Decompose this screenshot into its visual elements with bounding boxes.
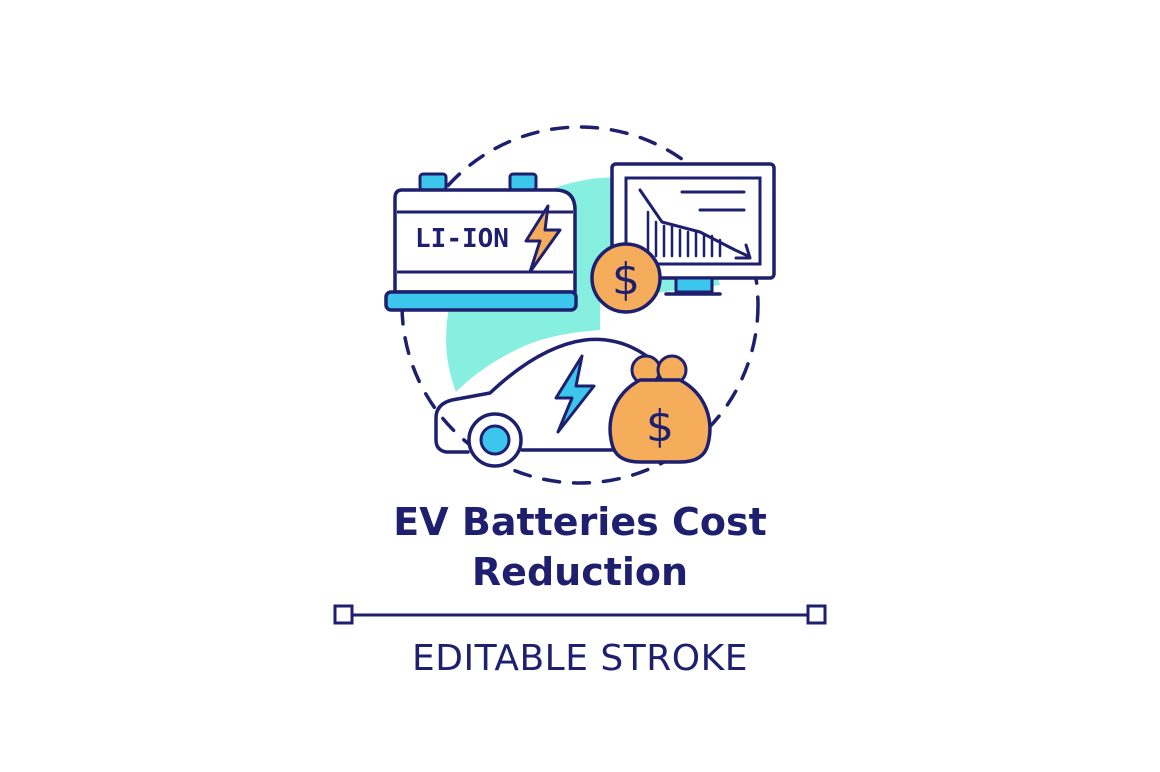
coin-purse-icon: $ (608, 354, 712, 464)
concept-title-line-1: EV Batteries Cost (393, 500, 767, 544)
battery-label: LI-ION (415, 224, 509, 254)
dashed-circle (400, 125, 760, 485)
monitor-declining-chart-icon (610, 162, 776, 296)
divider-left-handle (333, 604, 354, 625)
electric-car-icon (434, 337, 654, 468)
editable-stroke-divider (333, 604, 827, 625)
li-ion-battery-icon: LI-ION (384, 172, 578, 312)
car-lightning-icon (554, 354, 596, 434)
editable-stroke-caption: EDITABLE STROKE (412, 638, 748, 679)
battery-lightning-icon (524, 204, 562, 274)
purse-currency-symbol: $ (646, 401, 674, 452)
concept-title-line-2: Reduction (471, 550, 689, 594)
divider-right-handle (806, 604, 827, 625)
dollar-coin-icon: $ (590, 242, 662, 314)
coin-currency-symbol: $ (612, 254, 640, 305)
